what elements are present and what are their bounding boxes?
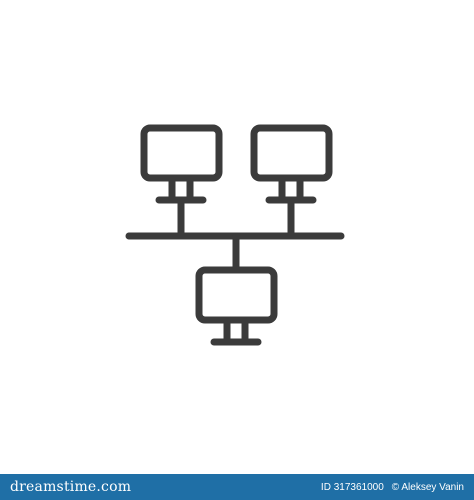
- computer-left-icon: [140, 124, 223, 240]
- image-id: ID 317361000: [320, 481, 384, 493]
- image-author: © Aleksey Vanin: [391, 481, 464, 493]
- image-meta: ID 317361000 © Aleksey Vanin: [321, 482, 464, 493]
- network-computers-icon: [125, 124, 345, 346]
- watermark-footer: dreamstime.com ID 317361000 © Aleksey Va…: [0, 474, 474, 500]
- computer-bottom-icon: [195, 266, 278, 346]
- computer-right-icon: [250, 124, 333, 240]
- network-bus-line: [125, 232, 345, 272]
- dreamstime-logo: dreamstime.com: [10, 479, 132, 495]
